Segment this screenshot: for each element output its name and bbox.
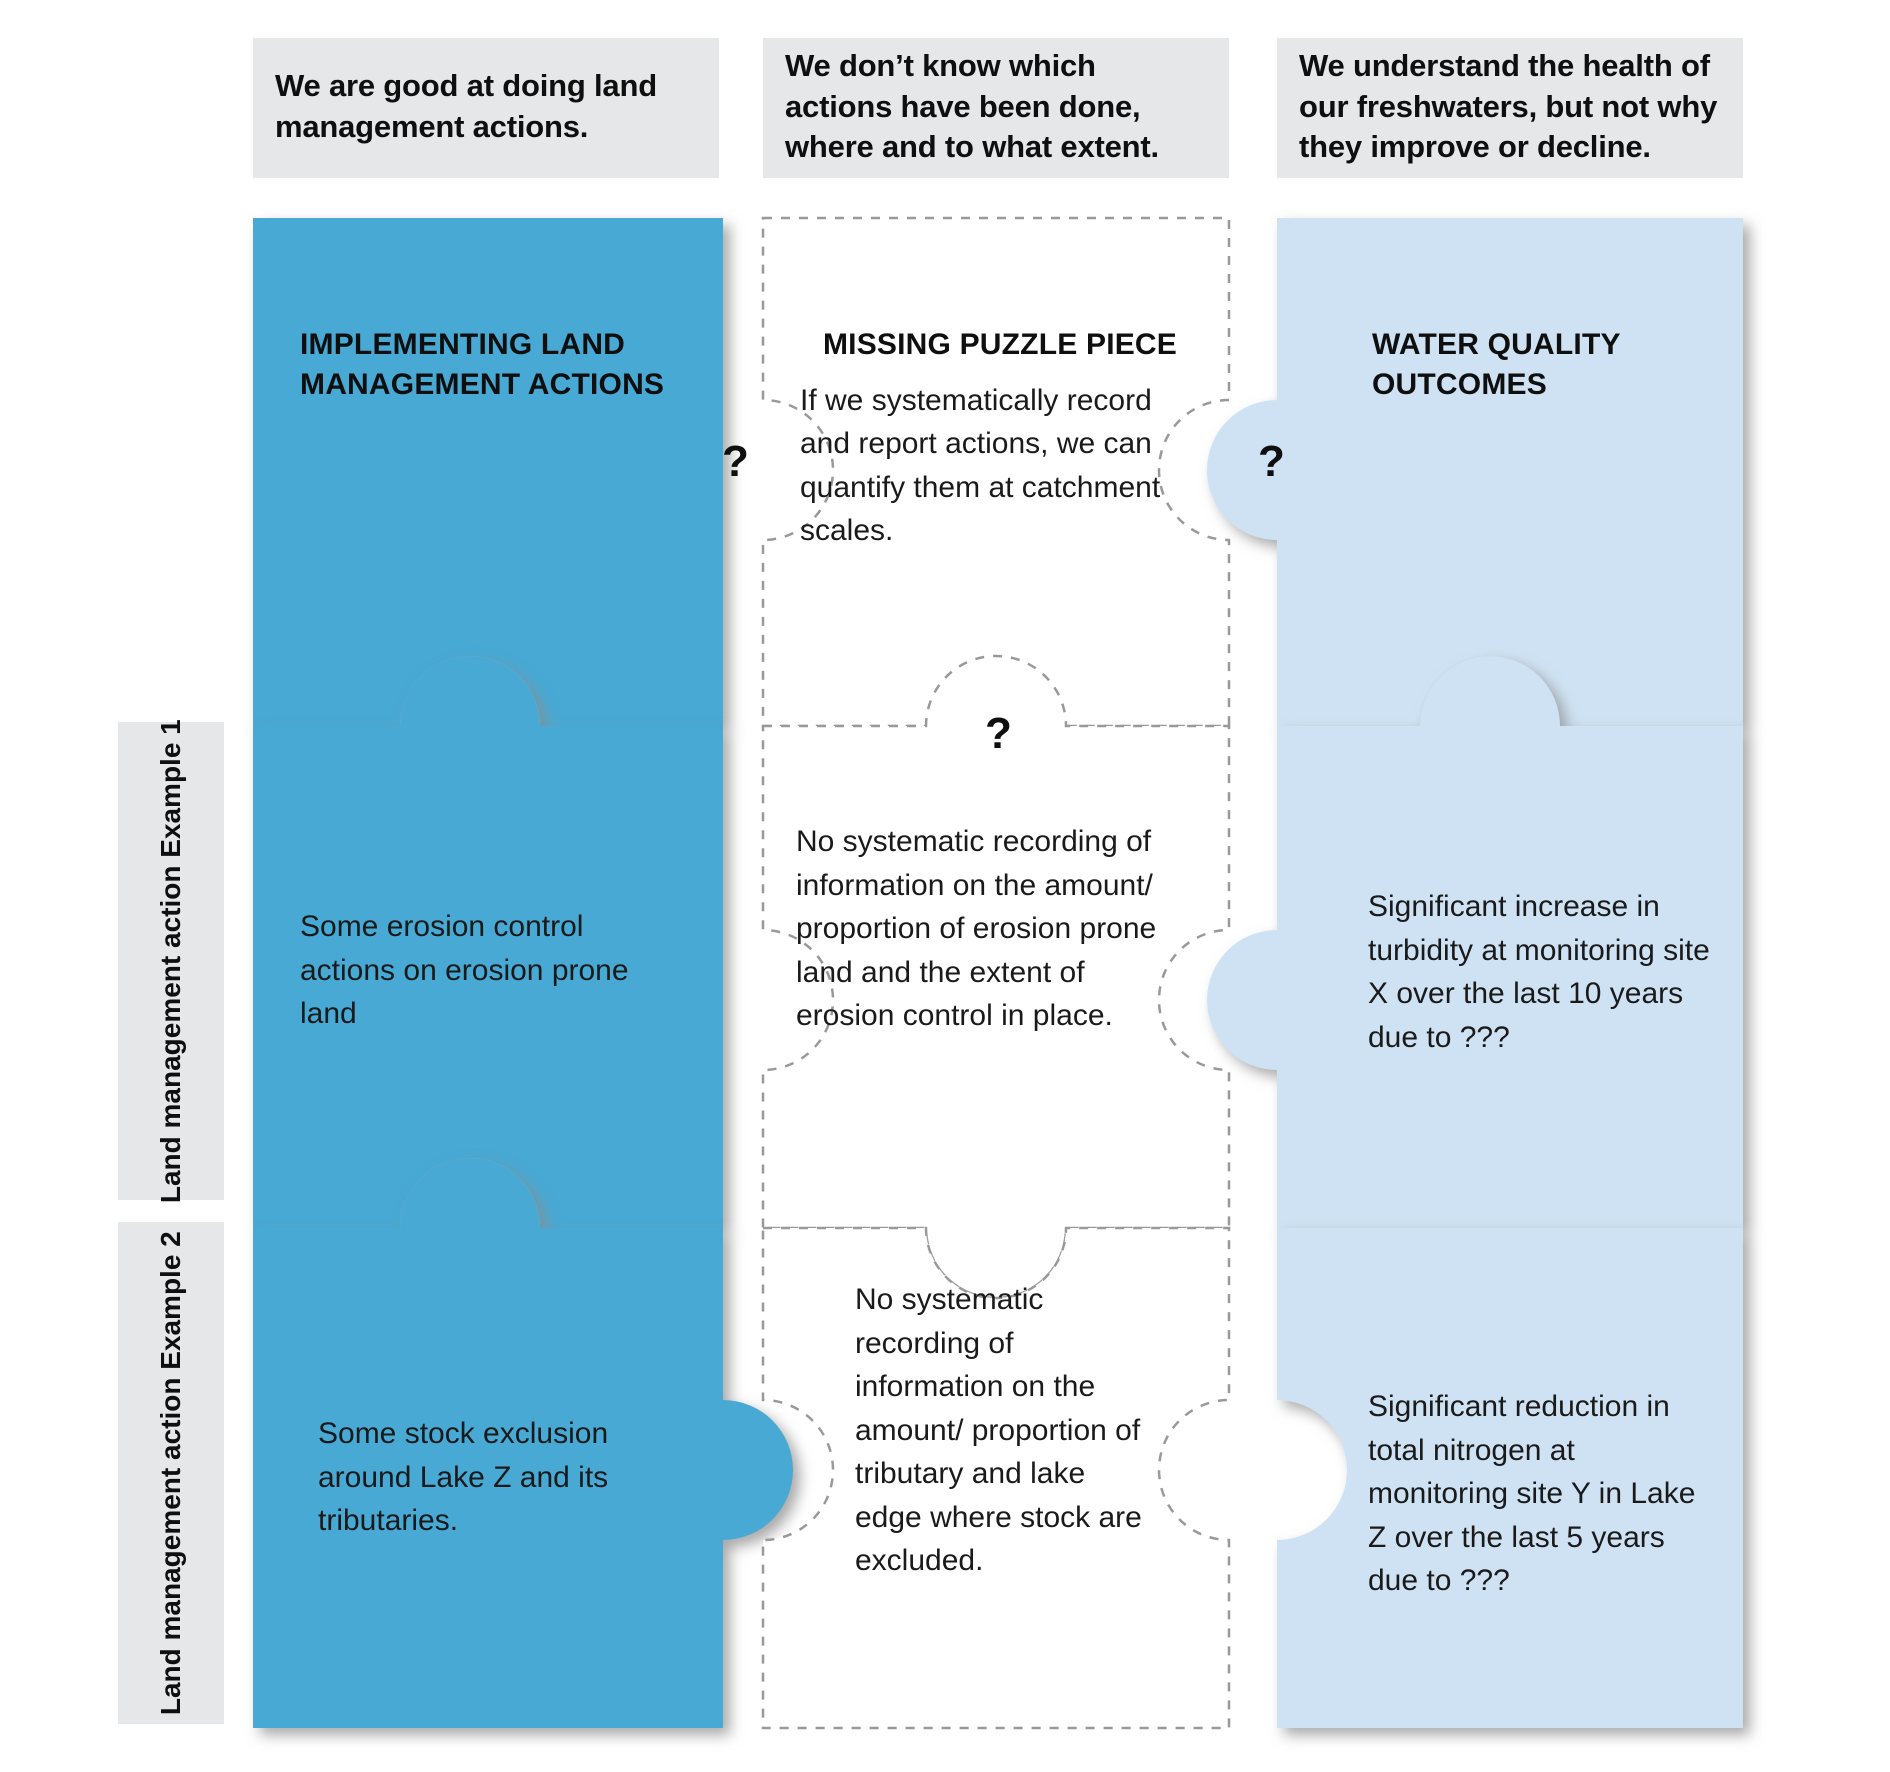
qmark-top-left-gap: ? [722,437,749,486]
piece-mid-left-content: Some erosion control actions on erosion … [300,905,650,1036]
column-header-unknown: We don’t know which actions have been do… [763,38,1229,178]
piece-top-right-title: WATER QUALITY OUTCOMES [1372,328,1621,401]
row-label-example-2-text: Land management action Example 2 [154,1231,186,1715]
piece-mid-right-body: Significant increase in turbidity at mon… [1368,890,1710,1054]
piece-bot-left-body: Some stock exclusion around Lake Z and i… [318,1417,609,1537]
column-header-actions: We are good at doing land management act… [253,38,719,178]
row-label-example-1-text: Land management action Example 1 [154,719,186,1203]
row-label-example-1: Land management action Example 1 [118,719,224,1203]
piece-top-right-content: WATER QUALITY OUTCOMES [1372,325,1732,419]
piece-top-middle [761,216,1231,728]
piece-mid-left-body: Some erosion control actions on erosion … [300,910,629,1030]
piece-bot-middle [761,1226,1231,1730]
piece-top-middle-title: MISSING PUZZLE PIECE [822,328,1178,361]
column-header-unknown-text: We don’t know which actions have been do… [785,47,1159,165]
piece-top-right [1207,218,1743,726]
piece-bot-middle-body: No systematic recording of information o… [855,1283,1142,1577]
piece-top-middle-content: MISSING PUZZLE PIECE If we systematicall… [800,325,1200,553]
piece-mid-right [1207,656,1743,1228]
column-header-outcomes-text: We understand the health of our freshwat… [1299,47,1718,165]
piece-mid-right-content: Significant increase in turbidity at mon… [1368,885,1728,1059]
column-header-actions-text: We are good at doing land management act… [275,68,657,144]
piece-mid-middle [761,654,1231,1300]
piece-top-left-title: IMPLEMENTING LAND MANAGEMENT ACTIONS [300,328,665,401]
piece-bot-middle-content: No systematic recording of information o… [855,1278,1145,1583]
qmark-top-right-gap: ? [1258,437,1285,486]
piece-top-left [253,218,723,726]
piece-mid-left [253,656,723,1228]
piece-bot-right-content: Significant reduction in total nitrogen … [1368,1385,1708,1603]
qmark-middle-top-gap: ? [985,709,1012,758]
piece-mid-middle-content: No systematic recording of information o… [796,820,1186,1038]
piece-mid-middle-body: No systematic recording of information o… [796,825,1157,1032]
piece-top-middle-body: If we systematically record and report a… [800,383,1161,548]
piece-bot-right [1277,1228,1743,1728]
column-header-outcomes: We understand the health of our freshwat… [1277,38,1743,178]
piece-bot-left [253,1158,793,1728]
piece-bot-left-content: Some stock exclusion around Lake Z and i… [318,1412,678,1543]
row-label-example-2: Land management action Example 2 [118,1222,224,1724]
piece-top-left-content: IMPLEMENTING LAND MANAGEMENT ACTIONS [300,325,700,419]
piece-bot-right-body: Significant reduction in total nitrogen … [1368,1390,1696,1597]
